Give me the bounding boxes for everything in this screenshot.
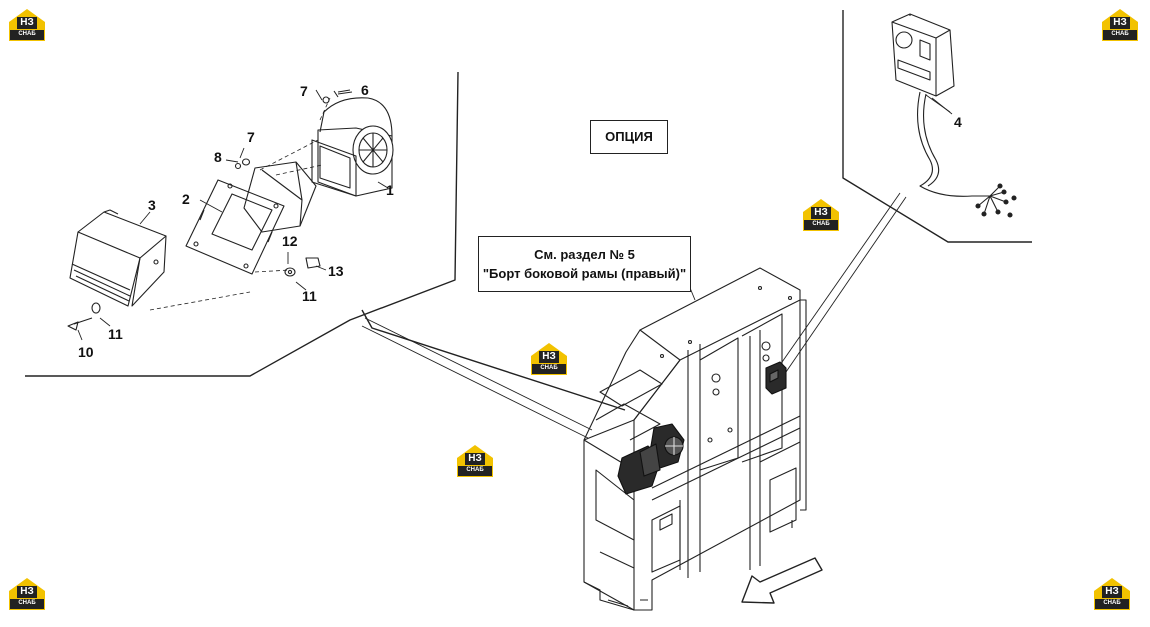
- option-label-text: ОПЦИЯ: [605, 129, 653, 144]
- logo-house-icon: [457, 445, 493, 477]
- logo-letters: НЗ: [468, 453, 482, 464]
- callout-11-lower: 11: [108, 326, 123, 342]
- assembly-dashed-lines: [149, 97, 331, 311]
- logo-house-icon: [9, 578, 45, 610]
- leader-lines: [77, 89, 953, 439]
- logo-house-icon: [1094, 578, 1130, 610]
- watermark-logo: НЗ СНАБ: [1101, 8, 1139, 42]
- watermark-logo: НЗ СНАБ: [8, 8, 46, 42]
- logo-house-icon: [531, 343, 567, 375]
- blower-fan: [311, 97, 394, 197]
- callout-6: 6: [361, 82, 369, 98]
- watermark-logo: НЗ СНАБ: [802, 198, 840, 232]
- callout-2: 2: [182, 191, 190, 207]
- heater-cover: [69, 209, 167, 307]
- control-panel: [891, 13, 955, 97]
- reference-line-1: См. раздел № 5: [534, 247, 635, 262]
- logo-brand: СНАБ: [540, 365, 558, 371]
- logo-letters: НЗ: [20, 17, 34, 28]
- logo-letters: НЗ: [20, 586, 34, 597]
- callout-11-upper: 11: [302, 288, 317, 304]
- watermark-logo: НЗ СНАБ: [456, 444, 494, 478]
- callout-1: 1: [386, 182, 394, 198]
- callout-numbers: 1 2 3 4 6 7 7 8 10 11 11 12 13: [78, 82, 962, 360]
- reference-line-2: "Борт боковой рамы (правый)": [482, 266, 687, 281]
- logo-letters: НЗ: [814, 207, 828, 218]
- logo-house-icon: [9, 9, 45, 41]
- callout-7-top: 7: [300, 83, 308, 99]
- callout-8: 8: [214, 149, 222, 165]
- watermark-logo: НЗ СНАБ: [530, 342, 568, 376]
- duct-adapter: [243, 161, 317, 233]
- section-reference-box: См. раздел № 5 "Борт боковой рамы (правы…: [478, 236, 691, 292]
- logo-letters: НЗ: [1113, 17, 1127, 28]
- flange-plate: [185, 179, 285, 275]
- callout-13: 13: [328, 263, 344, 279]
- mounted-control-box: [765, 361, 787, 395]
- fasteners: [67, 90, 353, 331]
- cable-harness: [917, 91, 1007, 215]
- callout-10: 10: [78, 344, 94, 360]
- mounted-blower: [617, 423, 685, 495]
- logo-brand: СНАБ: [18, 31, 36, 37]
- logo-house-icon: [803, 199, 839, 231]
- logo-brand: СНАБ: [466, 467, 484, 473]
- callout-12: 12: [282, 233, 298, 249]
- direction-arrow: [741, 557, 823, 604]
- option-label: ОПЦИЯ: [590, 120, 668, 154]
- callout-4: 4: [954, 114, 962, 130]
- watermark-logo: НЗ СНАБ: [8, 577, 46, 611]
- logo-brand: СНАБ: [18, 600, 36, 606]
- cable-connectors: [975, 183, 1017, 218]
- logo-brand: СНАБ: [1103, 600, 1121, 606]
- logo-brand: СНАБ: [1111, 31, 1129, 37]
- callout-7-mid: 7: [247, 129, 255, 145]
- logo-house-icon: [1102, 9, 1138, 41]
- logo-letters: НЗ: [542, 351, 556, 362]
- logo-letters: НЗ: [1105, 586, 1119, 597]
- logo-brand: СНАБ: [812, 221, 830, 227]
- section-borders: [25, 10, 1032, 411]
- watermark-logo: НЗ СНАБ: [1093, 577, 1131, 611]
- callout-3: 3: [148, 197, 156, 213]
- side-frame: [583, 267, 807, 611]
